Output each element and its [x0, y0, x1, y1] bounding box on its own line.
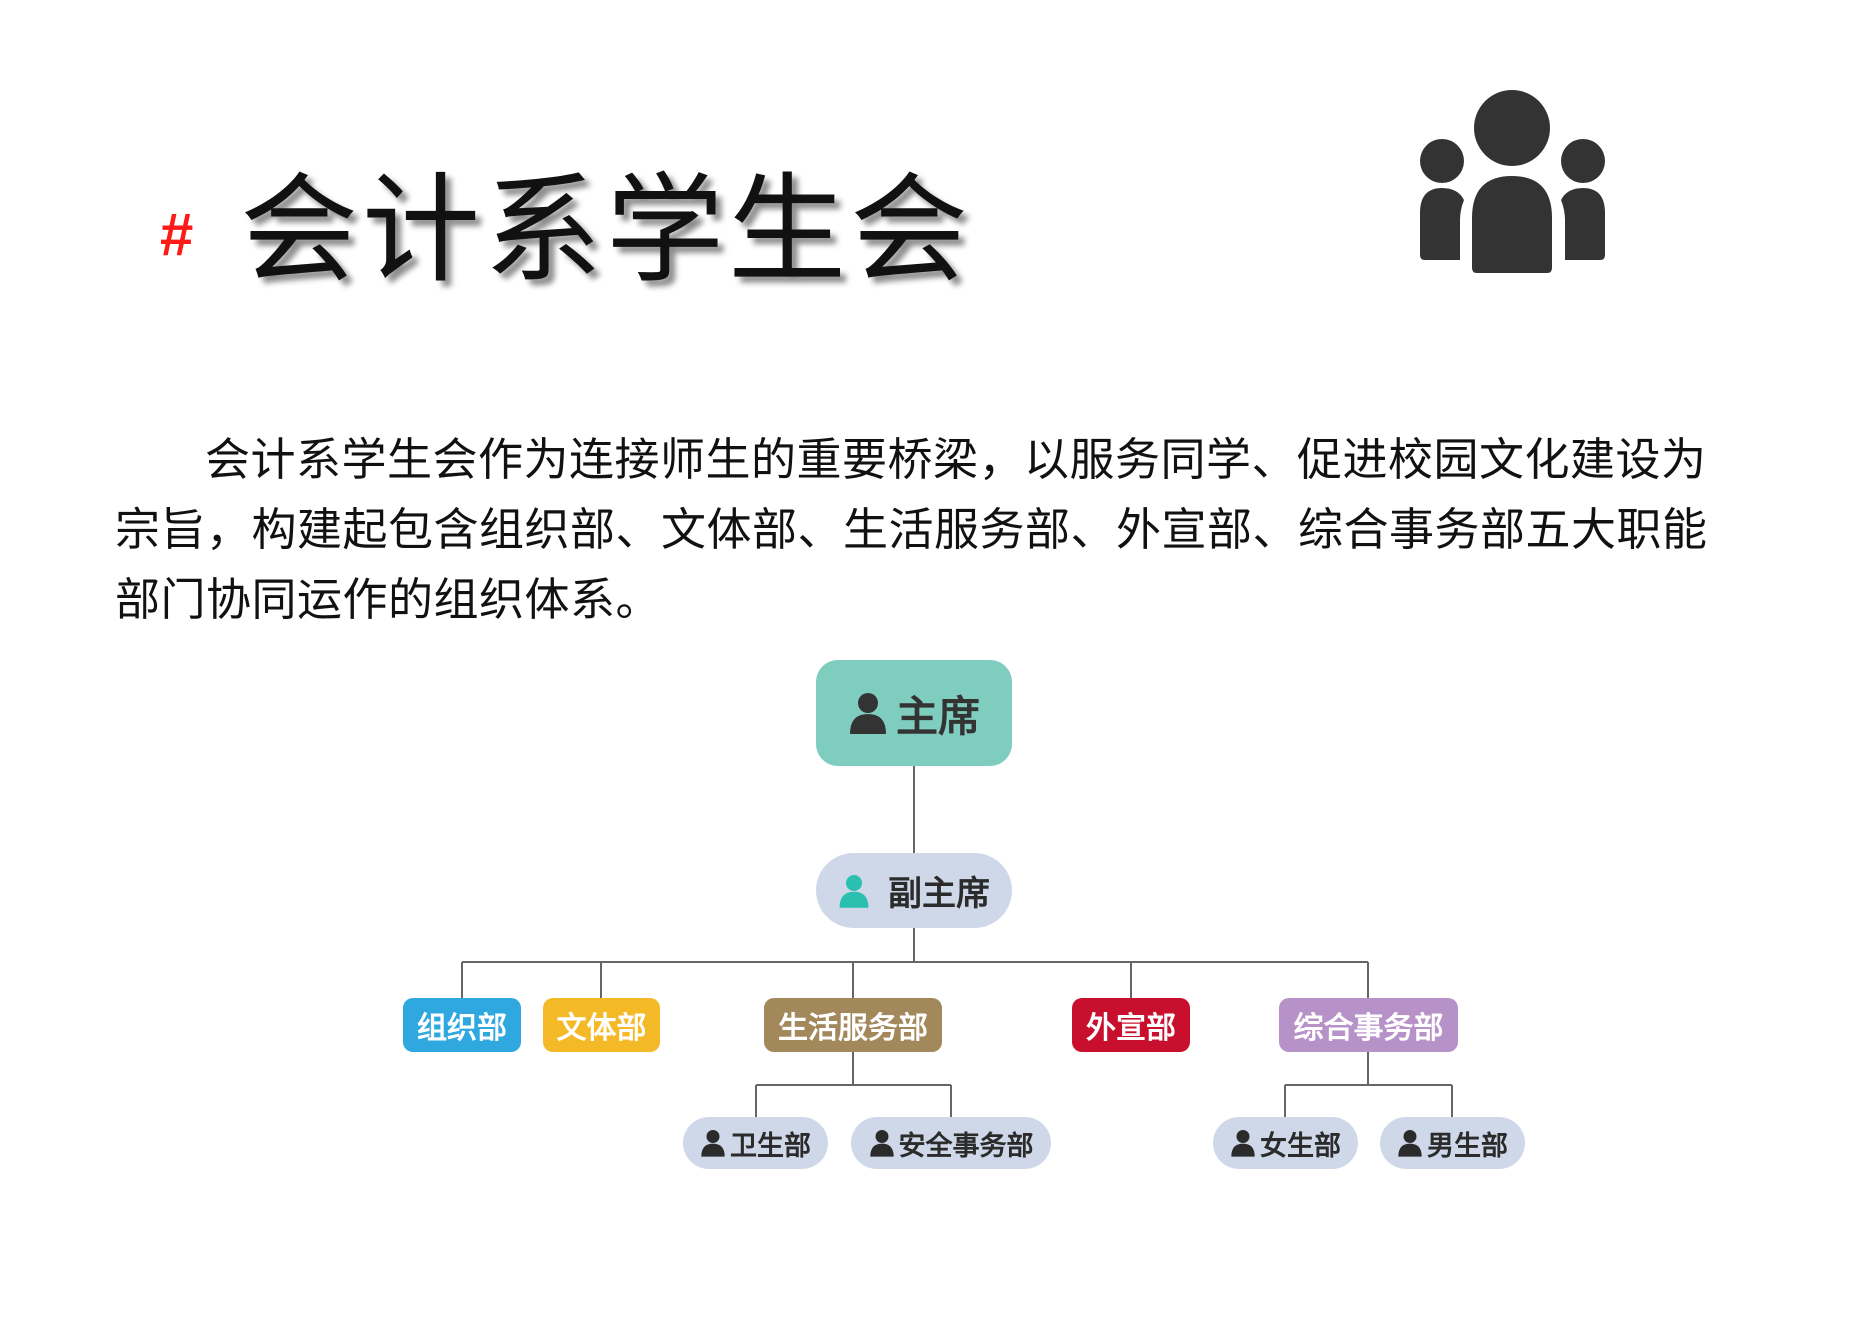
- person-icon: [701, 1130, 725, 1157]
- subdept-label: 女生部: [1260, 1130, 1341, 1162]
- dept-label: 生活服务部: [778, 1011, 928, 1046]
- subdept-safety-affairs: 安全事务部: [851, 1117, 1051, 1169]
- page-title: 会计系学生会: [240, 161, 973, 299]
- subdept-health: 卫生部: [683, 1117, 828, 1169]
- title-hash-mark: #: [160, 201, 194, 268]
- dept-culture-sports: 文体部: [543, 998, 660, 1052]
- people-group-icon: [1420, 90, 1605, 273]
- org-node-chair: 主席: [816, 660, 1012, 766]
- dept-general-affairs: 综合事务部: [1279, 998, 1458, 1052]
- subdept-label: 安全事务部: [898, 1130, 1034, 1162]
- org-node-vice-chair: 副主席: [816, 853, 1012, 928]
- person-icon: [1231, 1130, 1255, 1157]
- subdept-label: 卫生部: [730, 1130, 811, 1162]
- vice-chair-label: 副主席: [888, 874, 990, 914]
- dept-label: 组织部: [417, 1011, 507, 1046]
- person-icon: [849, 693, 886, 734]
- subdept-male: 男生部: [1380, 1117, 1525, 1169]
- person-icon: [869, 1130, 894, 1157]
- dept-life-service: 生活服务部: [764, 998, 942, 1052]
- subdept-female: 女生部: [1213, 1117, 1358, 1169]
- dept-label: 外宣部: [1086, 1011, 1176, 1046]
- chair-label: 主席: [895, 691, 980, 741]
- dept-label: 文体部: [556, 1011, 647, 1046]
- subdept-label: 男生部: [1427, 1130, 1508, 1162]
- person-icon: [839, 874, 869, 908]
- person-icon: [1398, 1130, 1422, 1157]
- intro-paragraph: 会计系学生会作为连接师生的重要桥梁，以服务同学、促进校园文化建设为宗旨，构建起包…: [115, 433, 1708, 626]
- dept-publicity: 外宣部: [1072, 998, 1190, 1052]
- dept-organization: 组织部: [403, 998, 521, 1052]
- dept-label: 综合事务部: [1293, 1011, 1444, 1046]
